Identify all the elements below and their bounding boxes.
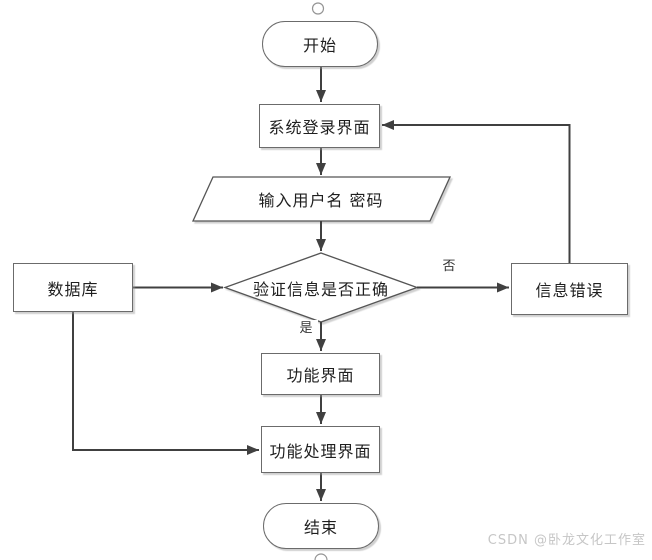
node-process-label: 功能处理界面 bbox=[269, 441, 372, 461]
node-start: 开始 bbox=[262, 21, 378, 67]
node-verify-label: 验证信息是否正确 bbox=[252, 279, 389, 299]
input-parallelogram-shape bbox=[191, 176, 452, 222]
node-input-label: 输入用户名 密码 bbox=[258, 191, 384, 210]
edge-error-login bbox=[382, 120, 571, 263]
edge-label-yes: 是 bbox=[294, 320, 318, 338]
node-login-label: 系统登录界面 bbox=[268, 118, 371, 137]
node-error: 信息错误 bbox=[511, 263, 628, 315]
node-function-label: 功能界面 bbox=[286, 366, 355, 385]
node-function: 功能界面 bbox=[261, 353, 380, 395]
top-port-circle bbox=[311, 2, 325, 15]
node-database: 数据库 bbox=[13, 263, 133, 312]
edge-label-no: 否 bbox=[437, 258, 461, 276]
watermark-text: CSDN @卧龙文化工作室 bbox=[487, 533, 646, 548]
node-database-label: 数据库 bbox=[47, 279, 99, 299]
node-process: 功能处理界面 bbox=[261, 426, 380, 473]
node-login: 系统登录界面 bbox=[259, 104, 380, 148]
bottom-port-circle bbox=[314, 553, 328, 560]
node-end-label: 结束 bbox=[303, 518, 338, 537]
node-error-label: 信息错误 bbox=[535, 281, 604, 300]
node-start-label: 开始 bbox=[302, 36, 337, 55]
node-end: 结束 bbox=[263, 503, 379, 549]
edge-database-process bbox=[72, 312, 259, 455]
